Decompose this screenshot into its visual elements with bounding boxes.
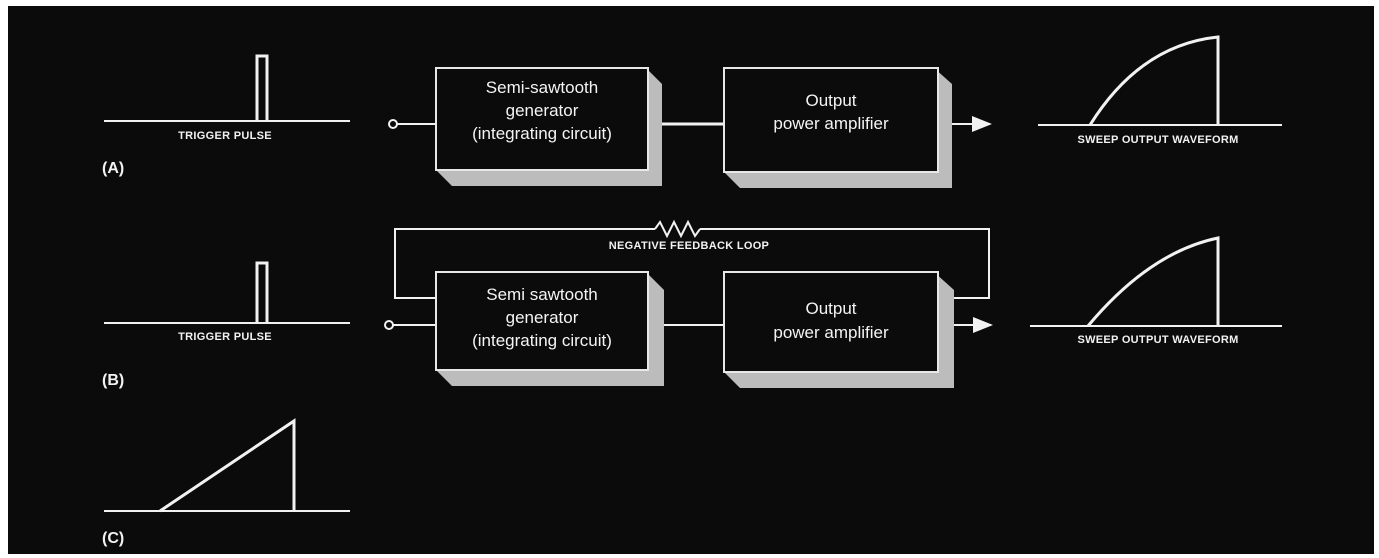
amplifier-label-b-line1: Output	[805, 299, 856, 318]
amplifier-label-a-line2: power amplifier	[773, 114, 889, 133]
generator-label-a-line3: (integrating circuit)	[472, 124, 612, 143]
input-terminal-b	[384, 320, 394, 330]
generator-label-b-line3: (integrating circuit)	[472, 331, 612, 350]
generator-box-b: Semi sawtooth generator (integrating cir…	[435, 271, 664, 386]
sweep-label-a: SWEEP OUTPUT WAVEFORM	[1077, 134, 1238, 146]
generator-label-a-line1: Semi-sawtooth	[486, 78, 598, 97]
amplifier-box-a: Output power amplifier	[723, 67, 952, 188]
generator-label-b-line1: Semi sawtooth	[486, 285, 598, 304]
generator-label-b-line2: generator	[506, 308, 579, 327]
amplifier-label-a-line1: Output	[805, 91, 856, 110]
trigger-pulse-a	[255, 54, 269, 121]
feedback-label: NEGATIVE FEEDBACK LOOP	[609, 240, 769, 252]
amplifier-label-b-line2: power amplifier	[773, 323, 889, 342]
feedback-wire-left	[394, 228, 655, 299]
generator-label-a-line2: generator	[506, 101, 579, 120]
diagram-panel	[8, 6, 1374, 554]
sweep-label-b: SWEEP OUTPUT WAVEFORM	[1077, 334, 1238, 346]
sweep-waveform-a	[1088, 35, 1220, 126]
trigger-label-a: TRIGGER PULSE	[178, 130, 272, 142]
feedback-resistor	[654, 219, 701, 239]
generator-box-a: Semi-sawtooth generator (integrating cir…	[435, 67, 662, 186]
row-c: (C)	[102, 418, 350, 547]
amplifier-box-b: Output power amplifier	[723, 271, 954, 388]
trigger-label-b: TRIGGER PULSE	[178, 331, 272, 343]
row-a: TRIGGER PULSE (A) Semi-sawtooth generato…	[102, 35, 1282, 188]
ideal-sawtooth-c	[159, 418, 296, 513]
part-label-c: (C)	[102, 530, 124, 547]
part-label-a: (A)	[102, 160, 124, 177]
part-label-b: (B)	[102, 372, 124, 389]
sweep-waveform-b	[1086, 236, 1220, 327]
row-b: NEGATIVE FEEDBACK LOOP TRIGGER PULSE (B)…	[102, 219, 1282, 389]
trigger-pulse-b	[255, 261, 269, 323]
feedback-wire-right	[700, 228, 990, 299]
input-terminal-a	[388, 119, 398, 129]
